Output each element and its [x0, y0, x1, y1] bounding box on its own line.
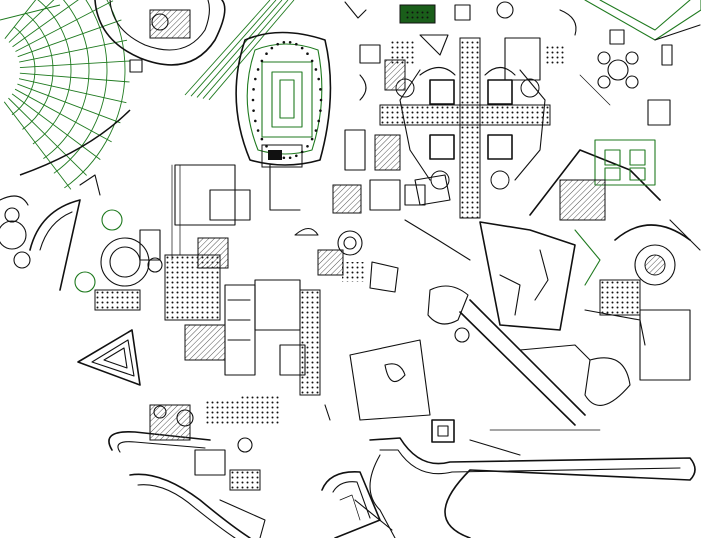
central-dense-complex [164, 164, 321, 425]
column-dot [319, 88, 322, 91]
garden-diagonal-strip [184, 0, 295, 101]
garden-ray [18, 78, 127, 104]
garden-ray [14, 88, 112, 143]
garden-strip-line [190, 0, 277, 97]
column-dot [253, 119, 257, 123]
column-dot [252, 109, 255, 112]
column-dot [260, 59, 264, 63]
garden-ray [3, 101, 72, 190]
column-dot [317, 119, 321, 123]
garden-strip-line [202, 0, 289, 99]
rotunda-right [599, 219, 701, 381]
column-dot [306, 144, 309, 148]
column-dot [319, 109, 322, 112]
garden-arc [32, 0, 72, 145]
forum-apse [490, 170, 510, 190]
column-dot [288, 40, 292, 44]
column-dot [256, 68, 260, 71]
garden-square-top-right [584, 0, 701, 41]
column-dot [253, 77, 257, 81]
column-dot [282, 40, 286, 44]
column-dot [319, 98, 323, 102]
garden-arc [64, 0, 126, 189]
garden-ray [19, 72, 130, 83]
column-dot [310, 137, 314, 141]
column-dot [265, 52, 268, 56]
villa-circular-top-left [94, 0, 226, 66]
garden-strip-line [196, 0, 283, 98]
garden-ray [4, 0, 37, 39]
garden-ray [8, 97, 87, 176]
forum-apse [520, 78, 540, 98]
column-dot [270, 46, 274, 50]
forum-west-wing [344, 44, 426, 211]
garden-edge [0, 4, 61, 21]
forum-apses [395, 78, 540, 190]
hatched-courtyard-building [317, 184, 399, 293]
circus-bottom-left [108, 431, 251, 538]
oval-courtyard-green [235, 31, 332, 168]
modern-plan-lower-right [349, 221, 646, 443]
column-dot [295, 42, 298, 46]
column-dot [260, 137, 264, 141]
quatrefoil-pavilion [579, 29, 673, 106]
garden-strip-line [184, 0, 271, 96]
garden-strip-line [208, 0, 295, 101]
column-dot [314, 68, 318, 71]
garden-ray [12, 0, 79, 48]
garden-arc [11, 26, 36, 116]
garden-ray [11, 93, 101, 160]
forum-apse [430, 170, 450, 190]
garden-arc [43, 0, 90, 160]
column-dot [306, 52, 309, 56]
forum-cross-plan [379, 37, 551, 219]
garden-fan-parterre [0, 0, 131, 190]
top-center-pavilions [344, 1, 577, 81]
garden-ray [19, 39, 128, 63]
garden-arc [53, 0, 108, 174]
column-dot [282, 156, 286, 160]
column-dot [314, 129, 318, 132]
garden-ray [17, 83, 121, 124]
garden-arc [22, 12, 54, 130]
oval-colonnade-dots [251, 40, 323, 160]
garden-ray [17, 19, 122, 58]
palace-bottom-left [149, 404, 266, 538]
triangular-pavilion [77, 329, 141, 386]
rotunda-left [74, 209, 163, 311]
column-dot [252, 88, 255, 91]
column-dot [317, 77, 321, 81]
column-dot [300, 46, 304, 50]
column-dot [295, 154, 298, 158]
bath-complex-left [0, 195, 81, 291]
garden-ray [8, 0, 55, 43]
scattered-fragments [79, 59, 471, 531]
garden-ray [15, 0, 114, 52]
walled-garden-right [529, 99, 671, 286]
racetrack-lower-right [369, 429, 696, 538]
column-dot [276, 42, 279, 46]
garden-ray [19, 60, 130, 69]
fan-outer-wall [19, 109, 131, 176]
column-dot [251, 98, 255, 102]
stadium-bottom-center [321, 471, 381, 538]
column-dot [310, 59, 314, 63]
column-dot [288, 156, 292, 160]
column-dot [256, 129, 260, 132]
column-dot [265, 144, 268, 148]
